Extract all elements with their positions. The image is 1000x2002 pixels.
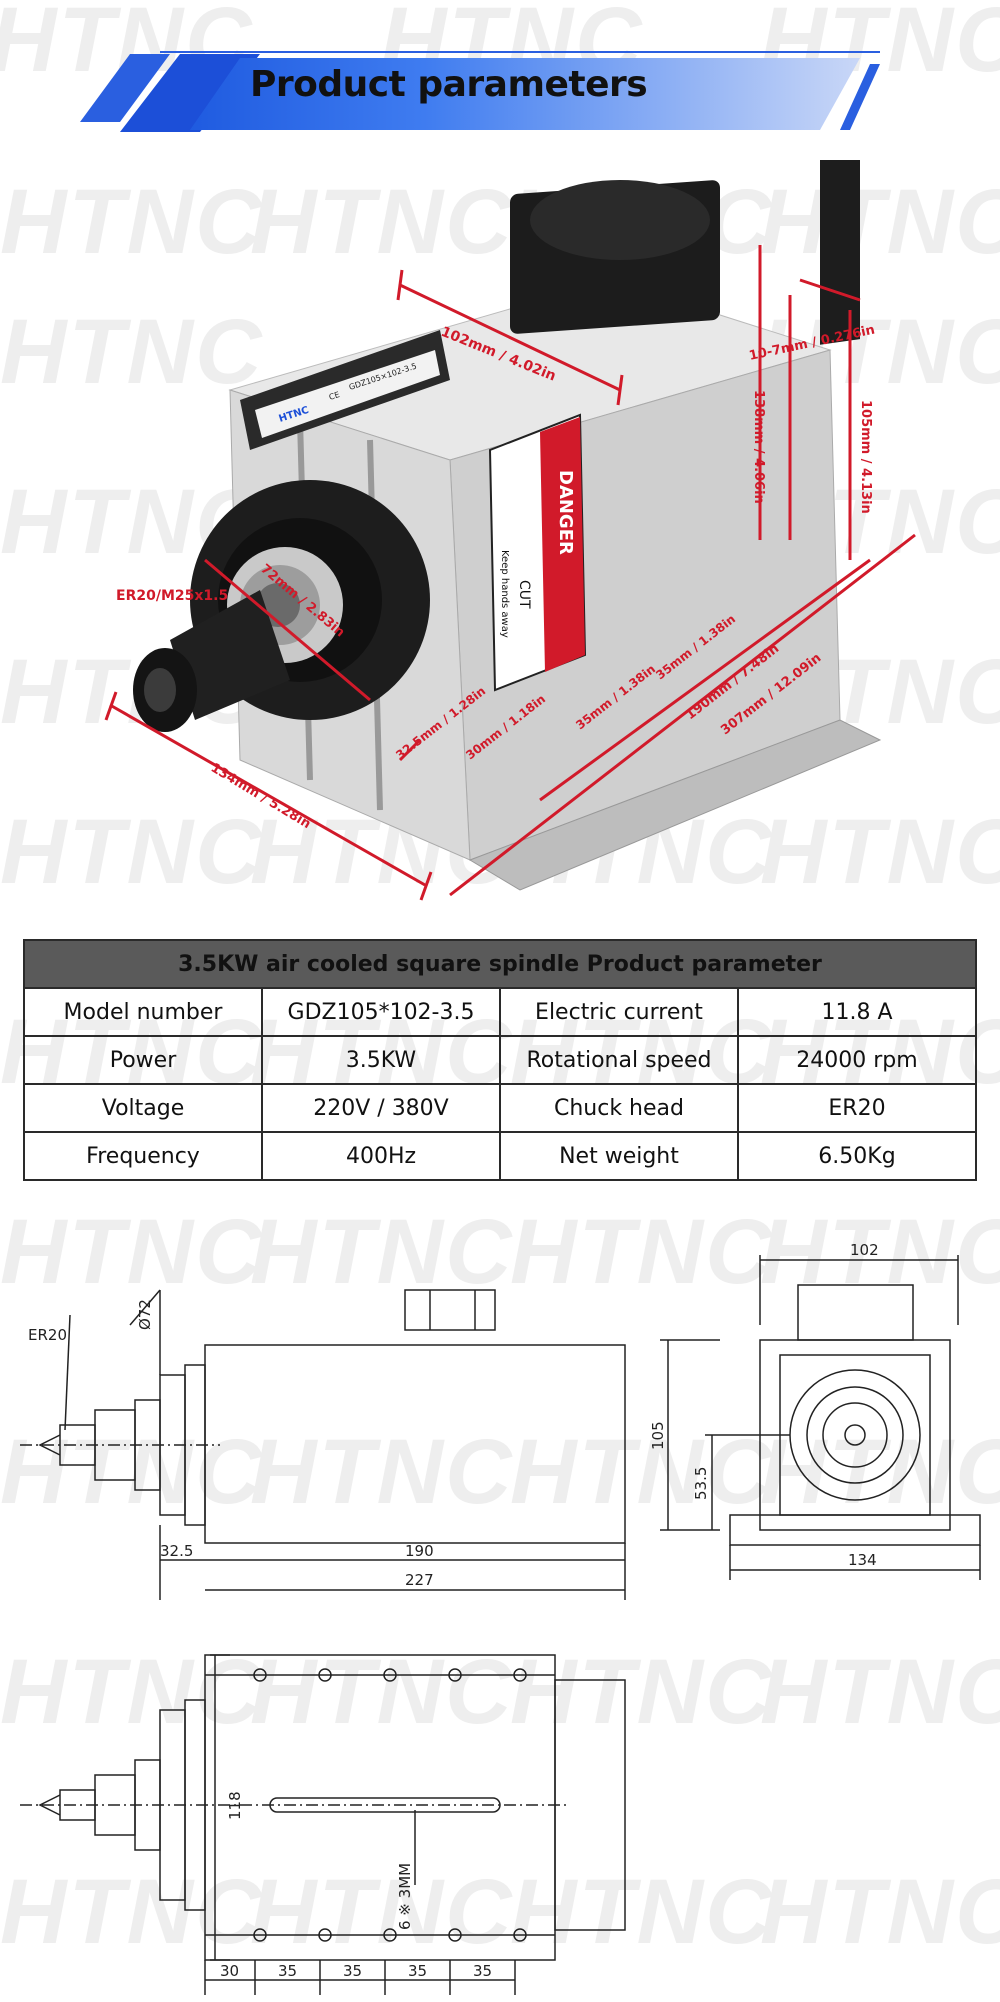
spec-value: 11.8 A: [737, 987, 977, 1037]
drawing-front-base: 134: [848, 1551, 877, 1569]
bottom-view-drawing: [20, 1654, 626, 1995]
drawing-spacing: 35: [408, 1962, 427, 1980]
spec-label: Frequency: [23, 1131, 263, 1181]
drawing-spacing: 35: [473, 1962, 492, 1980]
spec-label: Chuck head: [499, 1083, 739, 1133]
spec-value: 400Hz: [261, 1131, 501, 1181]
spec-label: Rotational speed: [499, 1035, 739, 1085]
side-view-drawing: [20, 1289, 626, 1600]
front-view-drawing: [660, 1255, 981, 1580]
spec-table-title: 3.5KW air cooled square spindle Product …: [23, 939, 977, 989]
drawing-nose-length: 32.5: [160, 1542, 193, 1560]
table-row: Voltage 220V / 380V Chuck head ER20: [23, 1083, 977, 1133]
page-title: Product parameters: [250, 64, 648, 105]
product-photo: HTNC GDZ105×102-3.5 CE DANGER CUT Keep h…: [104, 160, 916, 901]
spec-value: 220V / 380V: [261, 1083, 501, 1133]
spec-table: 3.5KW air cooled square spindle Product …: [23, 939, 977, 1181]
dim-chuck: ER20/M25x1.5: [116, 588, 228, 604]
spec-label: Voltage: [23, 1083, 263, 1133]
spec-value: 3.5KW: [261, 1035, 501, 1085]
spec-value: 24000 rpm: [737, 1035, 977, 1085]
table-row: Power 3.5KW Rotational speed 24000 rpm: [23, 1035, 977, 1085]
drawing-front-height: 105: [649, 1421, 667, 1450]
drawing-bottom-height: 118: [226, 1791, 244, 1820]
technical-drawings: ER20 Ø72 32.5 190 227 102 105 53.5 134 1…: [20, 1241, 981, 1995]
spec-label: Model number: [23, 987, 263, 1037]
spec-label: Net weight: [499, 1131, 739, 1181]
warning-sticker: DANGER CUT Keep hands away: [488, 413, 587, 692]
dim-height-outer: 138mm / 4.06in: [751, 390, 766, 504]
warning-title: DANGER: [555, 470, 576, 555]
warning-caption: Keep hands away: [499, 550, 510, 638]
drawing-spacing: 35: [278, 1962, 297, 1980]
spec-value: ER20: [737, 1083, 977, 1133]
spec-value: GDZ105*102-3.5: [261, 987, 501, 1037]
table-row: Model number GDZ105*102-3.5 Electric cur…: [23, 987, 977, 1037]
drawing-front-center: 53.5: [692, 1467, 710, 1500]
drawing-spacing: 35: [343, 1962, 362, 1980]
mounting-holes: [253, 1668, 527, 1942]
dim-height: 105mm / 4.13in: [858, 400, 873, 514]
warning-subtitle: CUT: [516, 580, 532, 609]
drawing-front-width: 102: [850, 1241, 879, 1259]
ce-mark: CE: [328, 390, 341, 402]
drawing-diameter: Ø72: [136, 1299, 154, 1330]
drawing-total-length: 227: [405, 1571, 434, 1589]
spec-label: Electric current: [499, 987, 739, 1037]
drawing-slot: 6 ※ 3MM: [396, 1863, 414, 1930]
spec-value: 6.50Kg: [737, 1131, 977, 1181]
drawing-spacing: 30: [220, 1962, 239, 1980]
nameplate: HTNC GDZ105×102-3.5 CE: [240, 330, 450, 450]
table-row: Frequency 400Hz Net weight 6.50Kg: [23, 1131, 977, 1181]
spec-label: Power: [23, 1035, 263, 1085]
drawing-chuck-label: ER20: [28, 1326, 67, 1344]
drawing-body-length: 190: [405, 1542, 434, 1560]
header-banner: [80, 51, 880, 132]
